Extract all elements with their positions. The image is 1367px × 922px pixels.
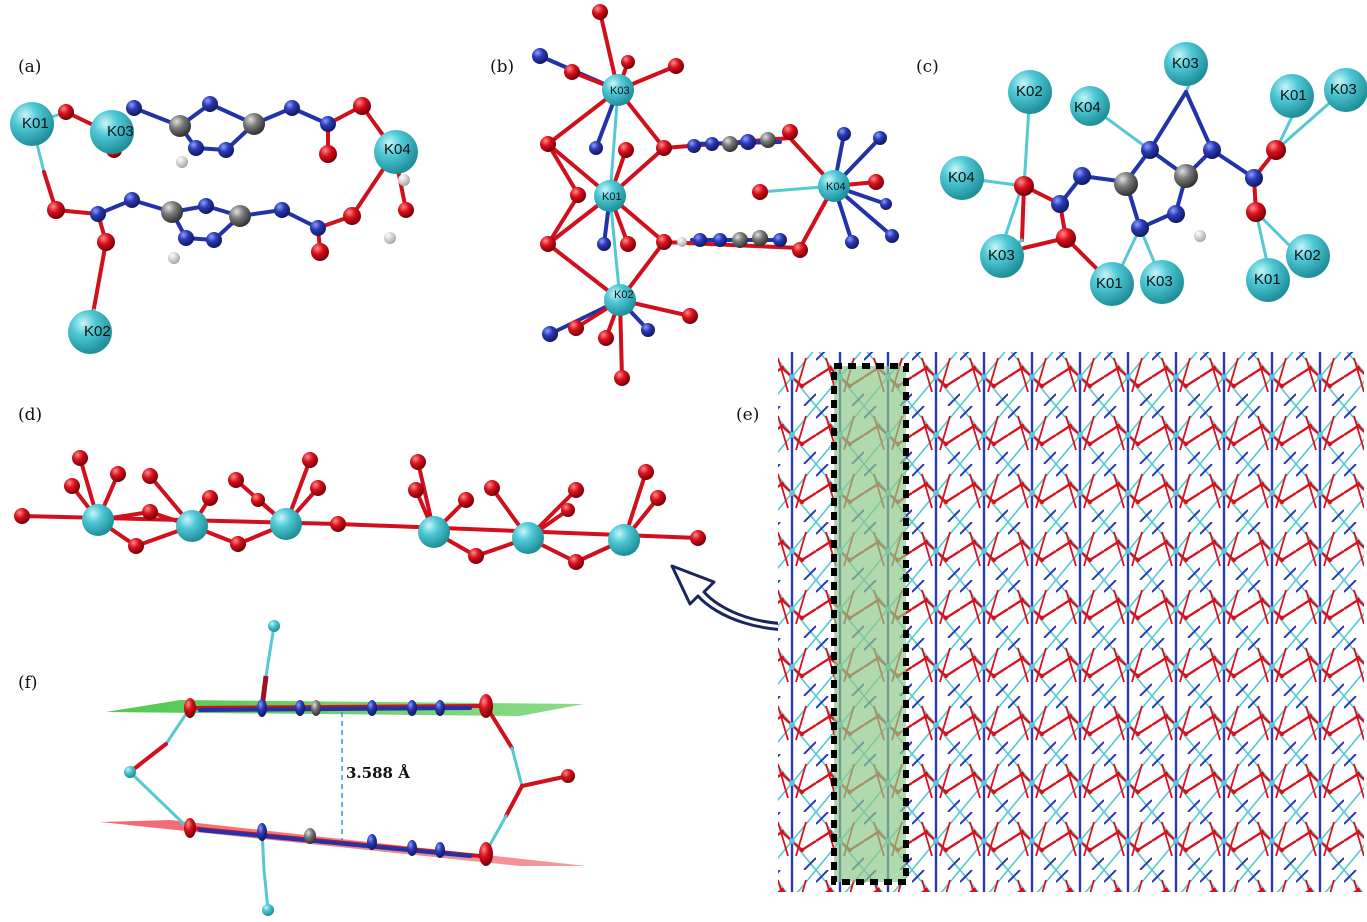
stacking-distance-label: 3.588 Å — [346, 764, 410, 782]
panel-a: (a) — [10, 57, 418, 354]
highlight-dashed-frame — [831, 363, 909, 885]
panel-label-a: (a) — [18, 57, 41, 77]
atom-label: K02 — [1016, 83, 1043, 100]
panel-label-d: (d) — [18, 405, 42, 425]
panel-c: (c) — [916, 42, 1367, 306]
atom-label: K03 — [988, 247, 1015, 264]
panel-label-b: (b) — [490, 57, 514, 77]
panel-label-e: (e) — [736, 405, 759, 425]
panel-f-bonds — [128, 624, 570, 912]
panel-d-atoms — [14, 450, 706, 570]
panel-b: (b) — [490, 4, 899, 386]
atom-label: K04 — [948, 169, 975, 186]
atom-label: K03 — [107, 123, 134, 140]
atom-label: K04 — [384, 141, 411, 158]
atom-label: K02 — [84, 323, 111, 340]
panel-label-c: (c) — [916, 57, 939, 77]
panel-b-atoms — [532, 4, 899, 386]
curved-arrow — [670, 564, 820, 632]
panel-a-atoms — [10, 96, 418, 354]
panel-f-atoms — [124, 620, 575, 916]
atom-label: K02 — [614, 289, 634, 301]
atom-label: K04 — [826, 181, 846, 193]
atom-label: K01 — [1254, 271, 1281, 288]
atom-label: K01 — [1280, 87, 1307, 104]
panel-d: (d) — [14, 405, 706, 570]
panel-f: (f) — [18, 620, 586, 916]
highlighted-column — [834, 366, 906, 882]
atom-label: K01 — [1096, 275, 1123, 292]
atom-label: K01 — [22, 115, 49, 132]
atom-label: K03 — [1172, 55, 1199, 72]
atom-label: K03 — [1146, 273, 1173, 290]
panel-c-atoms — [940, 42, 1367, 306]
atom-label: K02 — [1294, 247, 1321, 264]
atom-label: K03 — [1330, 81, 1357, 98]
panel-e: (e) — [736, 352, 1364, 892]
atom-label: K03 — [610, 85, 630, 97]
atom-label: K01 — [602, 191, 622, 203]
panel-label-f: (f) — [18, 673, 38, 693]
atom-label: K04 — [1074, 99, 1101, 116]
